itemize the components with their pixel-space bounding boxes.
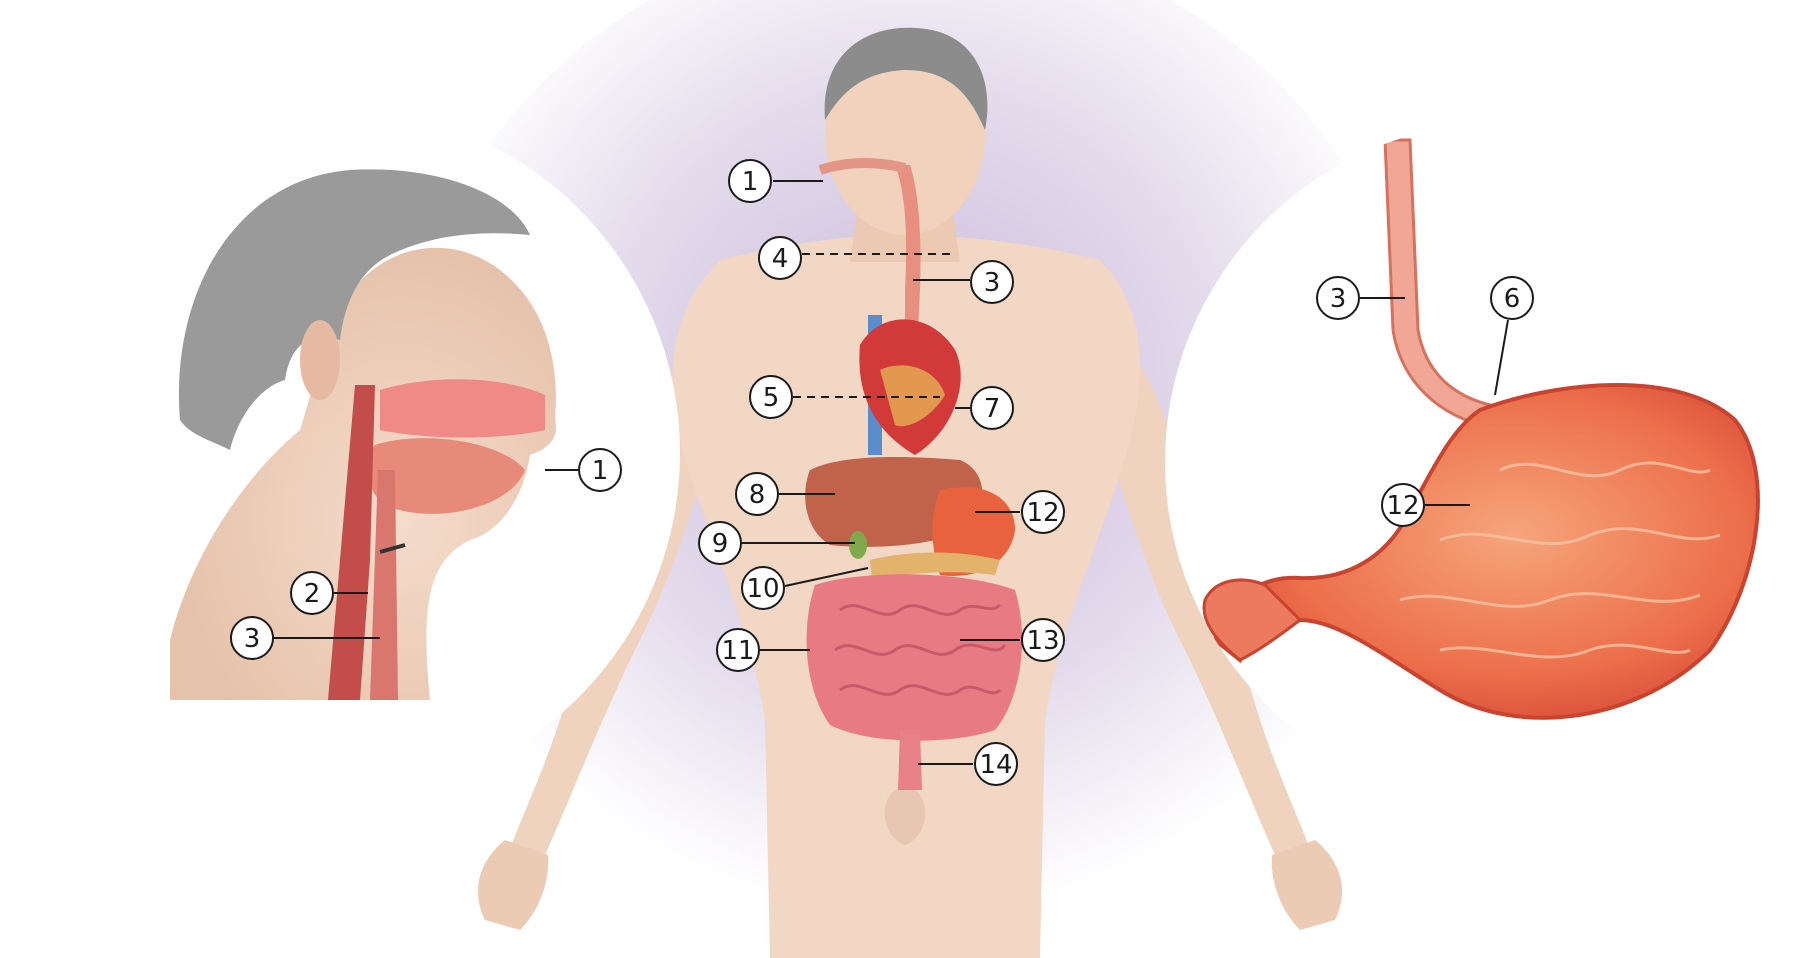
svg-text:5: 5 <box>763 383 780 413</box>
callout-3-stomach: 3 <box>1317 277 1359 319</box>
callout-10: 10 <box>742 567 784 609</box>
svg-text:3: 3 <box>984 268 1001 298</box>
callout-9: 9 <box>699 522 741 564</box>
svg-text:3: 3 <box>1330 284 1347 314</box>
ear <box>300 320 340 400</box>
left-hand <box>478 840 548 930</box>
svg-text:3: 3 <box>244 624 261 654</box>
callout-11: 11 <box>717 629 759 671</box>
svg-text:11: 11 <box>721 636 754 666</box>
callout-14: 14 <box>975 743 1017 785</box>
svg-text:1: 1 <box>592 456 609 486</box>
callout-1-head: 1 <box>579 449 621 491</box>
callout-5: 5 <box>750 376 792 418</box>
stomach-inset <box>1165 122 1815 802</box>
svg-text:8: 8 <box>749 480 766 510</box>
callout-7: 7 <box>971 387 1013 429</box>
svg-text:12: 12 <box>1026 498 1059 528</box>
rectum <box>898 730 922 790</box>
gallbladder <box>849 531 867 559</box>
head-profile-inset <box>0 108 680 798</box>
svg-text:12: 12 <box>1386 491 1419 521</box>
svg-text:4: 4 <box>772 244 789 274</box>
right-hand <box>1272 840 1342 930</box>
callout-13: 13 <box>1022 619 1064 661</box>
svg-text:10: 10 <box>746 574 779 604</box>
callout-3-body: 3 <box>971 261 1013 303</box>
svg-text:6: 6 <box>1504 284 1521 314</box>
small-intestine <box>807 574 1022 740</box>
callout-6: 6 <box>1491 277 1533 319</box>
callout-3-head: 3 <box>231 617 273 659</box>
svg-text:2: 2 <box>304 579 321 609</box>
callout-1-body: 1 <box>729 160 771 202</box>
callout-4: 4 <box>759 237 801 279</box>
callout-2: 2 <box>291 572 333 614</box>
nasal-cavity <box>380 379 545 437</box>
callout-12-stomach: 12 <box>1382 484 1424 526</box>
svg-text:13: 13 <box>1026 626 1059 656</box>
svg-text:7: 7 <box>984 394 1001 424</box>
svg-text:9: 9 <box>712 529 729 559</box>
svg-text:1: 1 <box>742 167 759 197</box>
svg-text:14: 14 <box>979 750 1012 780</box>
callout-8: 8 <box>736 473 778 515</box>
callout-12-body: 12 <box>1022 491 1064 533</box>
